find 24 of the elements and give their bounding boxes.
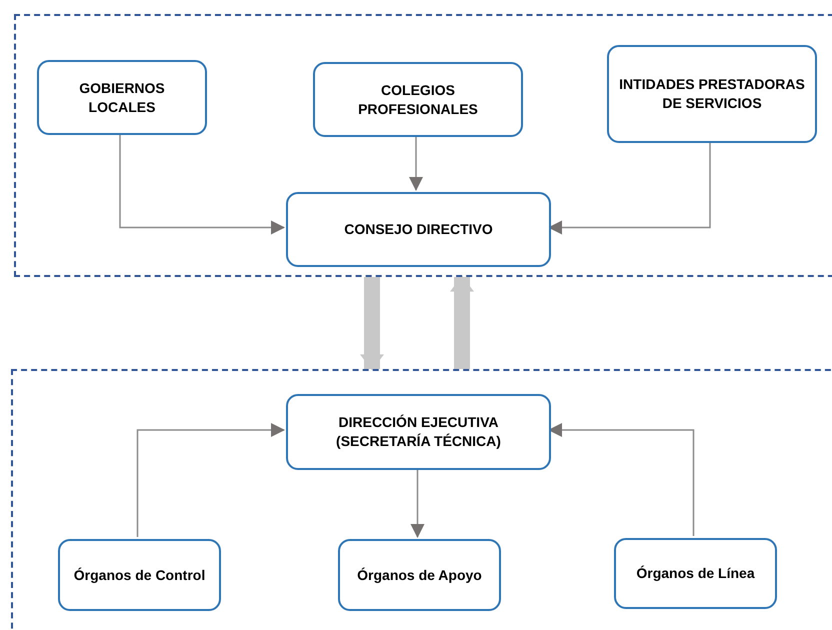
block-arrow bbox=[360, 277, 384, 370]
process-box bbox=[338, 539, 501, 611]
box-label: CONSEJO DIRECTIVO bbox=[344, 220, 493, 239]
box-label: Órganos de Línea bbox=[636, 564, 755, 583]
box-label: Órganos de Control bbox=[74, 566, 206, 584]
process-box bbox=[614, 538, 777, 609]
box-label: DIRECCIÓN EJECUTIVA (SECRETARÍA TÉCNICA) bbox=[335, 413, 502, 451]
process-box bbox=[37, 60, 207, 135]
arrow bbox=[136, 423, 285, 537]
process-box bbox=[286, 394, 551, 470]
box-label: COLEGIOS PROFESIONALES bbox=[357, 80, 479, 118]
box-label: GOBIERNOS LOCALES bbox=[78, 78, 166, 116]
box-label: INTIDADES PRESTADORAS DE SERVICIOS bbox=[618, 75, 806, 113]
process-box bbox=[313, 62, 523, 137]
dashed-group-frame bbox=[14, 14, 832, 277]
process-box bbox=[58, 539, 221, 611]
arrow bbox=[409, 135, 423, 191]
process-box bbox=[286, 192, 551, 267]
block-arrow bbox=[450, 276, 474, 369]
dashed-group-frame bbox=[11, 369, 832, 630]
box-label: Órganos de Apoyo bbox=[357, 566, 482, 584]
process-box bbox=[607, 45, 817, 143]
arrow bbox=[119, 133, 285, 234]
arrow bbox=[410, 468, 424, 538]
